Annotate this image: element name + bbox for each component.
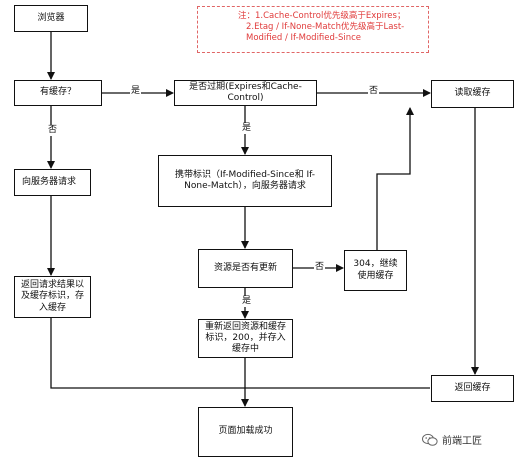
node-return-cache: 返回缓存 xyxy=(431,375,514,402)
watermark-text: 前端工匠 xyxy=(442,436,482,447)
edge-304-to-read-cache xyxy=(376,107,414,250)
node-read-cache: 读取缓存 xyxy=(431,80,514,108)
node-expired: 是否过期(Expires和Cache-Control) xyxy=(174,80,317,106)
node-new-resource: 重新返回资源和缓存标识，200，并存入缓存中 xyxy=(198,319,293,358)
priority-note: 注：1.Cache-Control优先级高于Expires； 2.Etag / … xyxy=(197,6,429,53)
node-not-modified: 304，继续使用缓存 xyxy=(344,250,407,291)
node-browser: 浏览器 xyxy=(14,5,88,32)
note-line-1: 注：1.Cache-Control优先级高于Expires； xyxy=(238,11,406,21)
wechat-icon xyxy=(422,433,438,446)
node-request-server: 向服务器请求 xyxy=(14,169,91,196)
node-page-loaded: 页面加载成功 xyxy=(198,407,293,457)
note-line-2: 2.Etag / If-None-Match优先级高于Last- xyxy=(246,22,405,33)
node-updated: 资源是否有更新 xyxy=(198,249,293,288)
label-expired-no: 否 xyxy=(368,86,380,97)
watermark: 前端工匠 xyxy=(422,432,482,447)
label-has-cache-yes: 是 xyxy=(130,86,142,97)
label-updated-no: 否 xyxy=(314,262,326,273)
label-updated-yes: 是 xyxy=(241,296,253,307)
label-has-cache-no: 否 xyxy=(47,125,59,136)
node-has-cache: 有缓存？ xyxy=(14,80,102,106)
label-expired-yes: 是 xyxy=(241,123,253,134)
node-store-result: 返回请求结果以及缓存标识，存入缓存 xyxy=(14,276,91,318)
edge-store-to-merge xyxy=(50,318,245,389)
node-carry-tags: 携带标识（If-Modified-Since和 If-None-Match），向… xyxy=(158,155,332,207)
note-line-3: Modified / If-Modified-Since xyxy=(246,33,362,44)
